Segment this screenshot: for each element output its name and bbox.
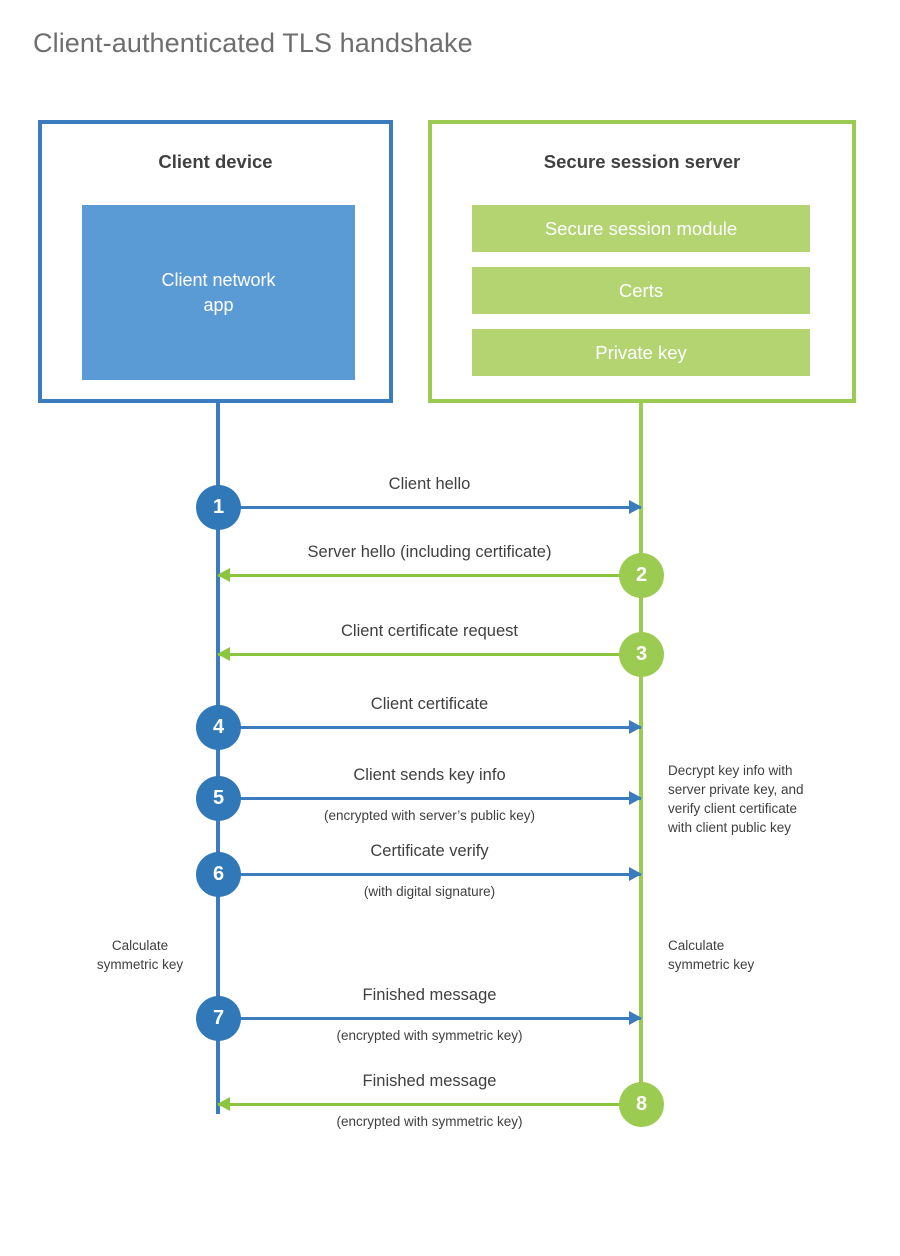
client-lifeline: [216, 399, 220, 1114]
message-sublabel-8: (encrypted with symmetric key): [336, 1114, 523, 1129]
server-lifeline: [639, 399, 643, 1105]
message-label-2: Server hello (including certificate): [307, 543, 552, 561]
step-number-6: 6: [212, 863, 225, 885]
client-device-title: Client device: [158, 151, 273, 172]
arrow-head-left-icon: [217, 568, 230, 582]
step-circle-4: 4: [196, 705, 241, 750]
secure-session-server-title: Secure session server: [543, 151, 741, 172]
message-label-1: Client hello: [388, 475, 471, 493]
message-label-8: Finished message: [362, 1072, 497, 1090]
step-number-7: 7: [212, 1007, 225, 1029]
step-circle-5: 5: [196, 776, 241, 821]
step-number-8: 8: [635, 1093, 648, 1115]
message-label-7: Finished message: [362, 986, 497, 1004]
server-block-private-key: Private key: [472, 329, 810, 376]
message-sublabel-5: (encrypted with server’s public key): [323, 808, 536, 823]
arrow-shaft: [218, 505, 641, 509]
arrow-head-left-icon: [217, 1097, 230, 1111]
message-label-5: Client sends key info: [353, 766, 506, 784]
arrow-shaft: [218, 725, 641, 729]
message-sublabel-6: (with digital signature): [363, 884, 496, 899]
message-label-3: Client certificate request: [341, 622, 518, 640]
arrow-head-right-icon: [629, 791, 642, 805]
server-block-certs: Certs: [472, 267, 810, 314]
step-number-3: 3: [635, 643, 648, 665]
message-sublabel-7: (encrypted with symmetric key): [336, 1028, 523, 1043]
message-label-6: Certificate verify: [370, 842, 489, 860]
step-number-4: 4: [212, 716, 225, 738]
step-circle-6: 6: [196, 852, 241, 897]
arrow-head-left-icon: [217, 647, 230, 661]
message-label-4: Client certificate: [370, 695, 489, 713]
step-circle-7: 7: [196, 996, 241, 1041]
arrow-head-right-icon: [629, 500, 642, 514]
arrow-shaft: [218, 573, 641, 577]
arrow-head-right-icon: [629, 720, 642, 734]
step-number-1: 1: [212, 496, 225, 518]
arrow-shaft: [218, 872, 641, 876]
step-number-2: 2: [635, 564, 648, 586]
step-circle-3: 3: [619, 632, 664, 677]
arrow-head-right-icon: [629, 1011, 642, 1025]
arrow-shaft: [218, 1102, 641, 1106]
step-number-5: 5: [212, 787, 225, 809]
step-circle-2: 2: [619, 553, 664, 598]
arrow-shaft: [218, 796, 641, 800]
arrow-shaft: [218, 1016, 641, 1020]
secure-session-server-box: Secure session server Secure session mod…: [428, 120, 856, 403]
page-title: Client-authenticated TLS handshake: [33, 28, 473, 58]
step-circle-1: 1: [196, 485, 241, 530]
arrow-shaft: [218, 652, 641, 656]
server-block-secure-session-module: Secure session module: [472, 205, 810, 252]
arrow-head-right-icon: [629, 867, 642, 881]
step-circle-8: 8: [619, 1082, 664, 1127]
